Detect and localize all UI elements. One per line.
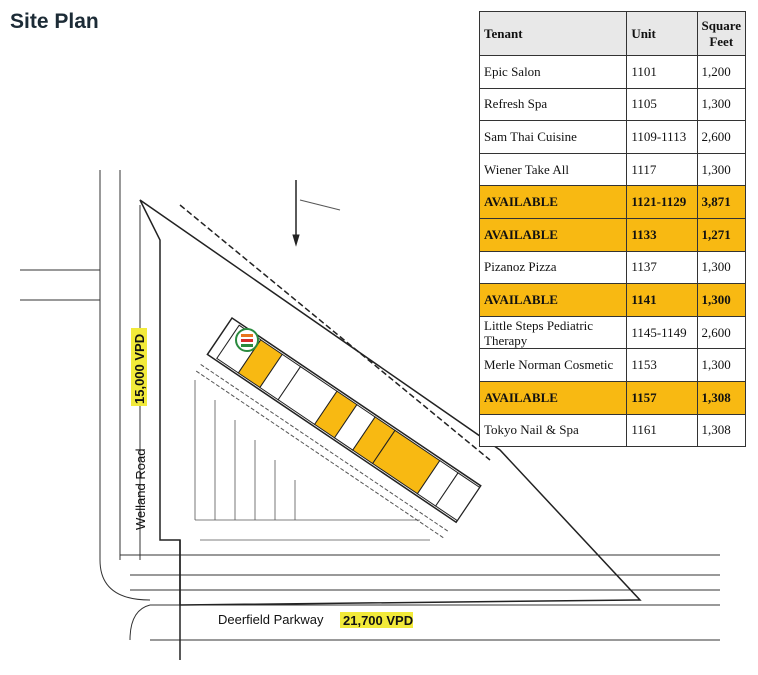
tenant-cell: AVAILABLE [478,283,628,317]
unit-cell: 1137 [626,250,698,285]
tenant-cell: Little Steps Pediatric Therapy [478,315,628,350]
sqft-cell: 1,308 [696,413,746,448]
svg-text:Deerfield Parkway: Deerfield Parkway [218,612,324,627]
unit-cell: 1145-1149 [626,315,698,350]
sqft-cell: 1,300 [696,250,746,285]
tenant-cell: Refresh Spa [478,87,628,122]
sqft-cell: 1,200 [696,55,746,89]
header-tenant: Tenant [478,11,628,56]
welland-road [20,170,175,601]
svg-text:Welland Road: Welland Road [133,449,148,530]
svg-text:15,000 VPD: 15,000 VPD [132,334,147,404]
table-header-row: Tenant Unit Square Feet [478,11,746,56]
tenant-cell: Sam Thai Cuisine [478,120,628,154]
sqft-cell: 3,871 [696,185,746,219]
unit-cell: 1153 [626,348,698,382]
sqft-cell: 1,300 [696,152,746,187]
deerfield-parkway [120,554,720,641]
svg-text:21,700 VPD: 21,700 VPD [343,613,413,628]
header-square-feet: Square Feet [696,11,746,56]
page-title: Site Plan [10,10,99,33]
sqft-cell: 2,600 [696,120,746,154]
sqft-cell: 2,600 [696,315,746,350]
tenant-cell: Tokyo Nail & Spa [478,413,628,448]
unit-cell: 1105 [626,87,698,122]
tenant-cell: Wiener Take All [478,152,628,187]
tenant-cell: Merle Norman Cosmetic [478,348,628,382]
unit-cell: 1109-1113 [626,120,698,154]
corner-anchor-logo [235,328,259,352]
tenant-cell: AVAILABLE [478,380,628,415]
unit-cell: 1141 [626,283,698,317]
parking-lot [194,380,430,541]
north-arrow [292,180,341,247]
site-boundary [139,199,642,660]
tenant-cell: Epic Salon [478,55,628,89]
building [195,316,482,540]
unit-cell: 1121-1129 [626,185,698,219]
sqft-cell: 1,271 [696,217,746,252]
deerfield-parkway-label: Deerfield Parkway 21,700 VPD [218,612,413,628]
tenant-cell: AVAILABLE [478,217,628,252]
header-unit: Unit [626,11,698,56]
sqft-cell: 1,300 [696,87,746,122]
unit-cell: 1117 [626,152,698,187]
sqft-cell: 1,300 [696,348,746,382]
sqft-cell: 1,308 [696,380,746,415]
tenant-cell: Pizanoz Pizza [478,250,628,285]
welland-road-label: Welland Road 15,000 VPD [131,328,148,530]
unit-cell: 1101 [626,55,698,89]
unit-cell: 1133 [626,217,698,252]
tenant-cell: AVAILABLE [478,185,628,219]
unit-cell: 1161 [626,413,698,448]
unit-cell: 1157 [626,380,698,415]
sqft-cell: 1,300 [696,283,746,317]
